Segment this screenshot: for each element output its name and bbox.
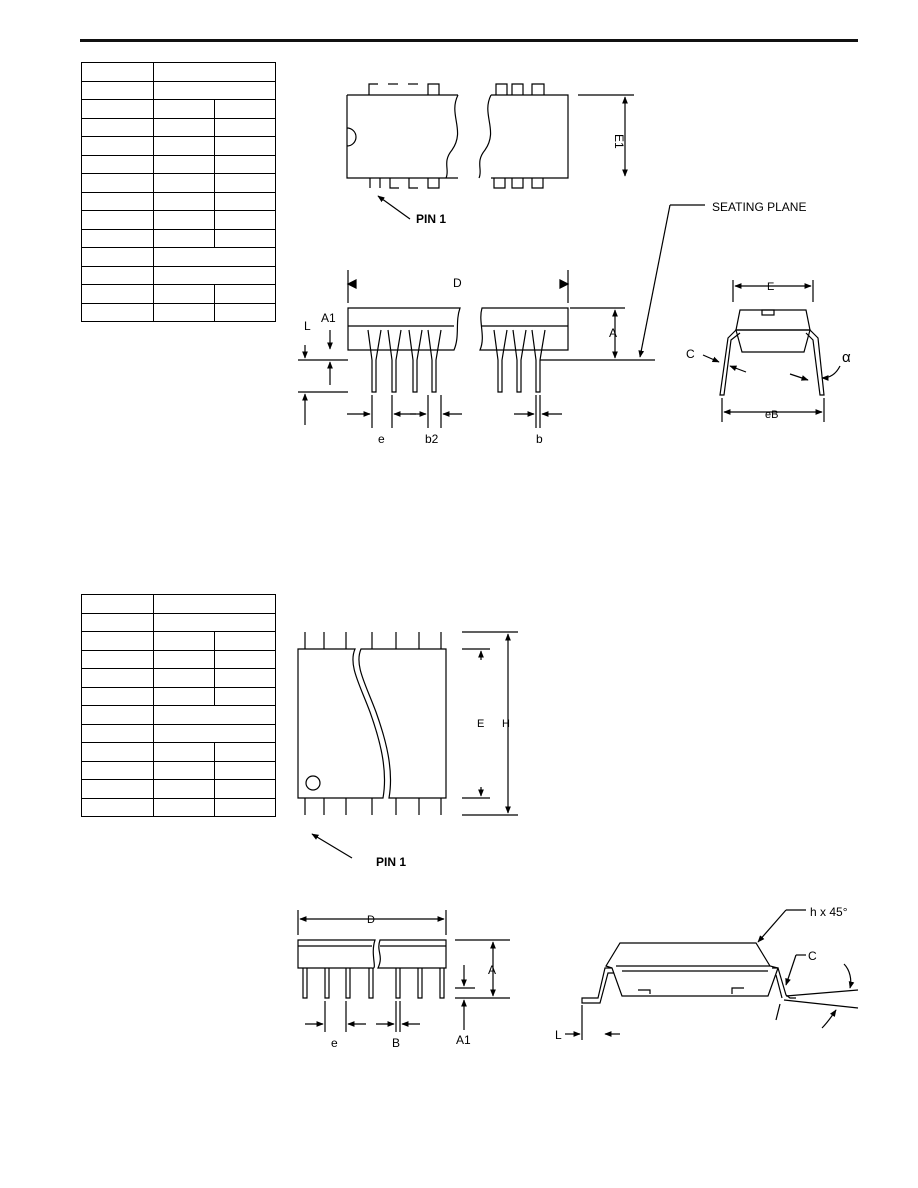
table-row bbox=[81, 136, 276, 156]
seating-plane-label: SEATING PLANE bbox=[712, 200, 806, 214]
label-E1: E1 bbox=[612, 134, 626, 149]
label-alpha: α bbox=[842, 349, 851, 366]
pin1-label-bottom: PIN 1 bbox=[376, 855, 406, 869]
label-b2: b2 bbox=[425, 432, 439, 446]
label-C-bottom: C bbox=[808, 949, 817, 963]
label-e-bottom: e bbox=[331, 1036, 338, 1050]
dip-end-view bbox=[702, 280, 841, 422]
soic-side-view bbox=[297, 910, 510, 1032]
label-D-bottom: D bbox=[367, 914, 375, 926]
table-row bbox=[81, 62, 276, 82]
table-row bbox=[81, 742, 276, 762]
dip-top-view bbox=[346, 83, 634, 220]
table-row bbox=[81, 686, 276, 706]
dimension-table-bottom bbox=[81, 594, 276, 817]
table-row bbox=[81, 117, 276, 137]
table-row bbox=[81, 228, 276, 248]
table-row bbox=[81, 173, 276, 193]
label-b: b bbox=[536, 432, 543, 446]
label-C-top: C bbox=[686, 347, 695, 361]
pin1-label-top: PIN 1 bbox=[416, 212, 446, 226]
table-row bbox=[81, 154, 276, 174]
table-row bbox=[81, 302, 276, 322]
label-A-top: A bbox=[609, 326, 617, 340]
table-row bbox=[81, 594, 276, 614]
dimension-table-top bbox=[81, 62, 276, 322]
label-A-bottom: A bbox=[488, 963, 496, 977]
label-B: B bbox=[392, 1036, 400, 1050]
label-L-top: L bbox=[304, 319, 311, 333]
label-eB: eB bbox=[765, 409, 778, 421]
table-row bbox=[81, 99, 276, 119]
label-D-top: D bbox=[453, 276, 462, 290]
label-e-top: e bbox=[378, 432, 385, 446]
label-h-x-45: h x 45° bbox=[810, 905, 848, 919]
table-row bbox=[81, 265, 276, 285]
table-row bbox=[81, 631, 276, 651]
label-A1-bottom: A1 bbox=[456, 1033, 471, 1047]
label-E-top: E bbox=[767, 281, 774, 293]
dip-side-view bbox=[298, 204, 705, 428]
pin1-notch bbox=[346, 127, 357, 147]
table-row bbox=[81, 191, 276, 211]
table-row bbox=[81, 779, 276, 799]
label-E-bottom: E bbox=[477, 718, 484, 730]
table-row bbox=[81, 210, 276, 230]
header-rule bbox=[80, 39, 858, 42]
soic-top-view bbox=[297, 631, 518, 859]
pin1-dot bbox=[305, 775, 321, 791]
label-L-bottom: L bbox=[555, 1028, 562, 1042]
table-row bbox=[81, 668, 276, 688]
soic-end-view bbox=[565, 909, 859, 1040]
table-row bbox=[81, 797, 276, 817]
label-A1-top: A1 bbox=[321, 311, 336, 325]
label-H: H bbox=[502, 718, 510, 730]
